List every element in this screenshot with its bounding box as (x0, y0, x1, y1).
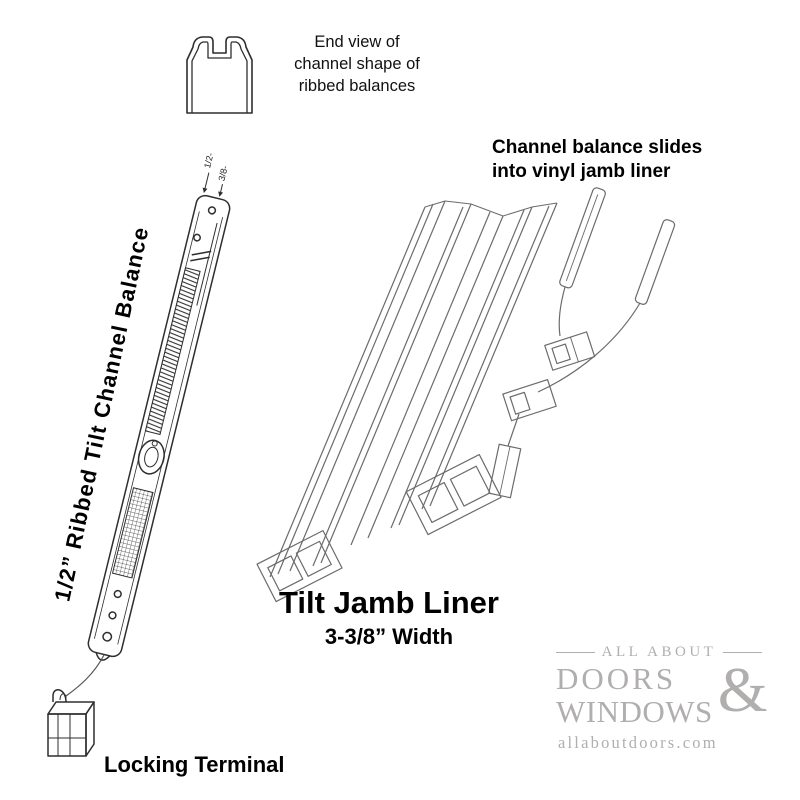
terminal-hook (52, 689, 67, 703)
logo-words: DOORS WINDOWS (556, 661, 713, 729)
channel-balance-drawing: 1/2- 3/8- (65, 152, 231, 697)
cord-2 (537, 302, 641, 393)
logo-ampersand: & (717, 654, 768, 725)
dim-label-three-eighths: 3/8- (216, 165, 229, 182)
clip-1 (544, 331, 596, 371)
logo-top-row: ALL ABOUT (556, 644, 763, 661)
pulley (137, 439, 165, 475)
balance-end-piece-2 (634, 219, 676, 305)
balance-cord (65, 654, 105, 697)
brand-logo: ALL ABOUT DOORS WINDOWS & allaboutdoors.… (556, 644, 768, 753)
compressed-spring (111, 487, 154, 579)
clip-connector (507, 413, 520, 447)
jamb-liner-width-label: 3-3/8” Width (324, 624, 454, 649)
liner-extrusion (269, 200, 558, 578)
locking-terminal-drawing (47, 689, 95, 757)
dim-label-half-inch: 1/2- (202, 152, 215, 169)
locking-terminal-label: Locking Terminal (104, 752, 285, 777)
spring-coil (144, 267, 201, 436)
jamb-liner-note: Channel balance slides into vinyl jamb l… (492, 137, 703, 183)
channel-end-view-drawing (186, 36, 253, 114)
logo-windows: WINDOWS (556, 693, 713, 729)
liner-profile-left (256, 530, 343, 603)
end-view-caption: End view of channel shape of ribbed bala… (294, 33, 420, 95)
dimension-arrows: 1/2- 3/8- (202, 152, 230, 197)
logo-rule-left (556, 652, 595, 653)
logo-all-about: ALL ABOUT (601, 644, 717, 660)
logo-rule-right (723, 652, 763, 653)
jamb-liner-title-block: Tilt Jamb Liner 3-3/8” Width (253, 585, 525, 650)
logo-main: DOORS WINDOWS & (556, 657, 768, 729)
jamb-liner-drawing (256, 187, 676, 603)
jamb-liner-title: Tilt Jamb Liner (279, 585, 499, 620)
balance-end-piece-1 (559, 187, 606, 289)
liner-end-insert (488, 443, 522, 499)
clip-2 (502, 378, 557, 422)
logo-website: allaboutdoors.com (558, 733, 718, 753)
liner-profile-right (405, 453, 502, 536)
cord-1 (558, 286, 566, 337)
logo-doors: DOORS (556, 661, 677, 696)
